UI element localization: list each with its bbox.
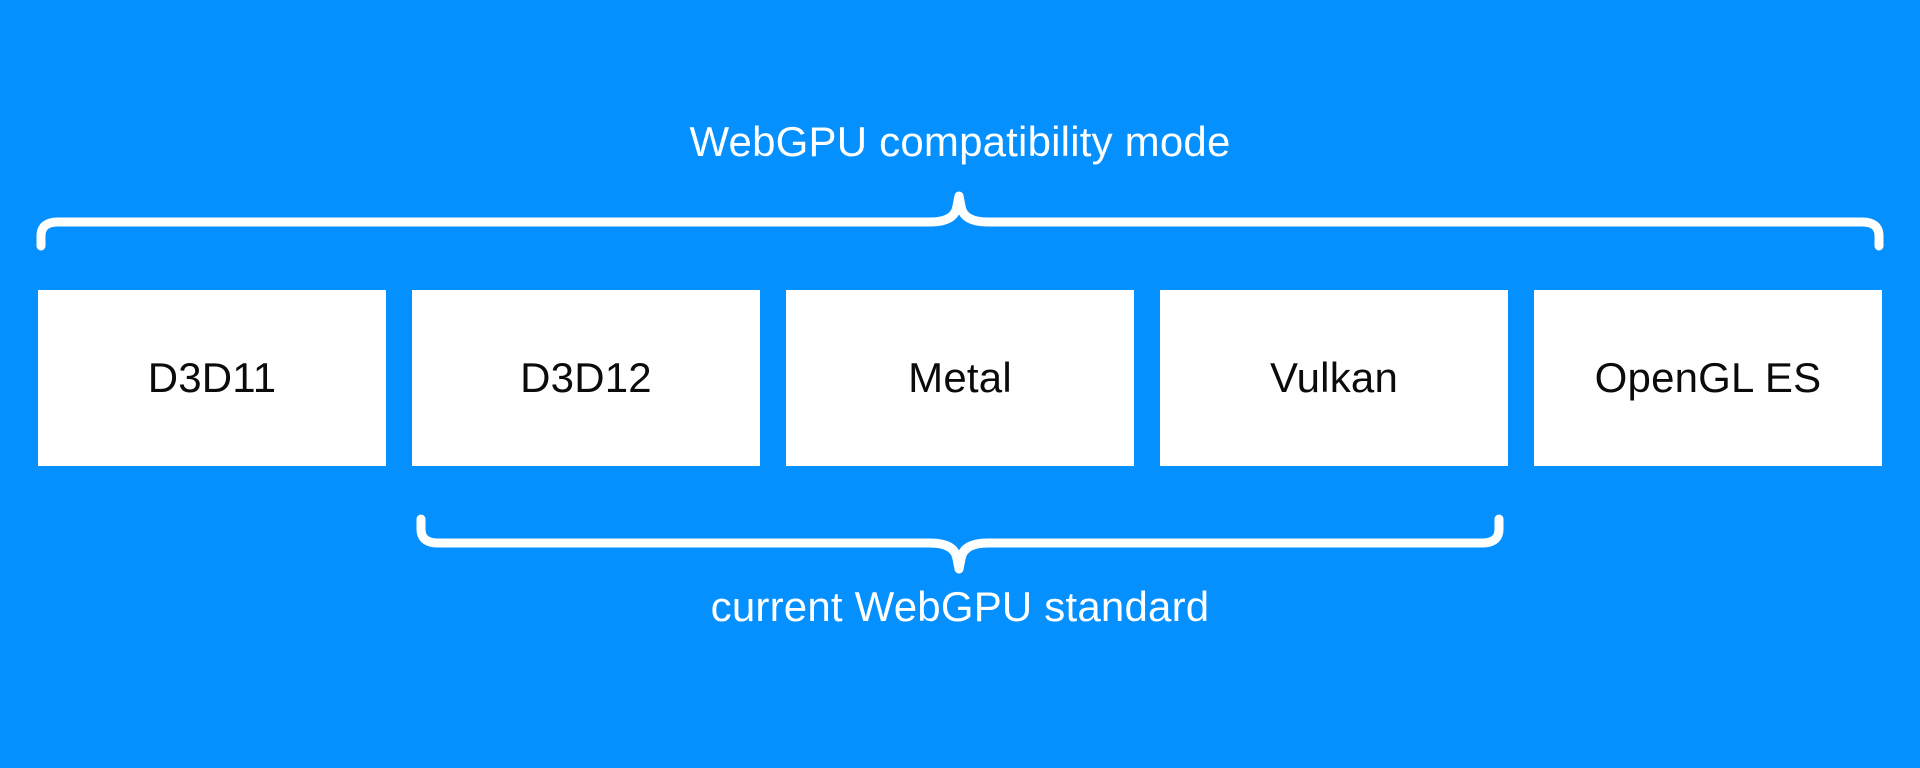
api-box-d3d11[interactable]: D3D11 [38,290,386,466]
api-box-row: D3D11 D3D12 Metal Vulkan OpenGL ES [0,290,1920,466]
top-brace-label: WebGPU compatibility mode [689,118,1231,165]
api-box-opengl-es[interactable]: OpenGL ES [1534,290,1882,466]
api-box-label: D3D12 [520,354,652,401]
api-box-d3d12[interactable]: D3D12 [412,290,760,466]
api-box-label: Vulkan [1269,354,1399,401]
bottom-brace-label: current WebGPU standard [710,583,1210,630]
api-box-label: D3D11 [147,354,277,401]
top-brace-icon [36,191,1884,251]
bottom-brace-icon [416,514,1504,574]
api-box-label: Metal [908,354,1012,401]
api-box-vulkan[interactable]: Vulkan [1160,290,1508,466]
api-box-metal[interactable]: Metal [786,290,1134,466]
api-box-label: OpenGL ES [1594,354,1822,401]
